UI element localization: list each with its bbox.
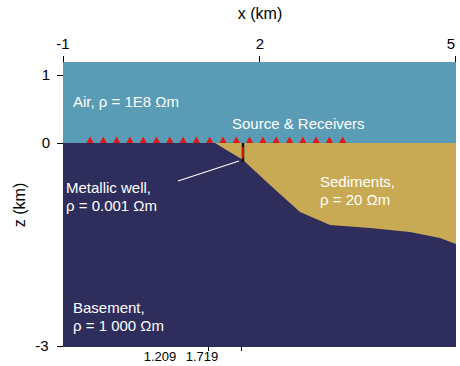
basement-region: [63, 143, 456, 347]
text-line: ρ = 20 Ωm: [320, 191, 395, 209]
tick-label: 5: [447, 35, 455, 53]
receiver-triangle: [326, 137, 333, 144]
leader-line: [178, 161, 239, 181]
axis-ticks: [57, 56, 456, 351]
receiver-triangle: [299, 137, 306, 144]
dimension-label: 1.209: [144, 349, 177, 365]
receiver-triangle: [166, 137, 173, 144]
receiver-triangle: [313, 137, 320, 144]
receiver-triangle: [233, 137, 240, 144]
receiver-triangle: [273, 137, 280, 144]
tick-label: 0: [42, 134, 50, 152]
region-label: Metallic well, ρ = 0.001 Ωm: [66, 179, 157, 215]
receiver-triangle: [140, 137, 147, 144]
text-line: ρ = 0.001 Ωm: [66, 197, 157, 215]
receiver-markers: [87, 137, 347, 144]
tick-label: 1: [42, 66, 50, 84]
receiver-triangle: [286, 137, 293, 144]
text-line: ρ = 1 000 Ωm: [73, 317, 164, 335]
region-label: Basement, ρ = 1 000 Ωm: [73, 299, 164, 335]
tick-label: -1: [56, 35, 69, 53]
sediment-region: [215, 143, 456, 244]
receiver-triangle: [259, 137, 266, 144]
dimension-label: 1.719: [186, 349, 219, 365]
text-line: Basement,: [73, 299, 164, 317]
region-label: Sediments, ρ = 20 Ωm: [320, 173, 395, 209]
well-source: [242, 147, 244, 158]
receiver-triangle: [180, 137, 187, 144]
air-region: [63, 62, 456, 143]
receiver-triangle: [100, 137, 107, 144]
receiver-triangle: [87, 137, 94, 144]
tick-label: -3: [35, 337, 48, 355]
receiver-triangle: [126, 137, 133, 144]
region-label: Air, ρ = 1E8 Ωm: [73, 93, 179, 111]
receiver-triangle: [193, 137, 200, 144]
axis-title: x (km): [238, 4, 282, 23]
well-casing: [242, 143, 245, 162]
receiver-triangle: [153, 137, 160, 144]
receiver-triangle: [113, 137, 120, 144]
tick-label: 2: [256, 35, 264, 53]
receiver-triangle: [339, 137, 346, 144]
text-line: Sediments,: [320, 173, 395, 191]
receiver-triangle: [206, 137, 213, 144]
text-line: Metallic well,: [66, 179, 157, 197]
receiver-triangle: [246, 137, 253, 144]
receiver-triangle: [220, 137, 227, 144]
region-label: Source & Receivers: [232, 115, 365, 133]
axis-title: z (km): [10, 183, 29, 227]
